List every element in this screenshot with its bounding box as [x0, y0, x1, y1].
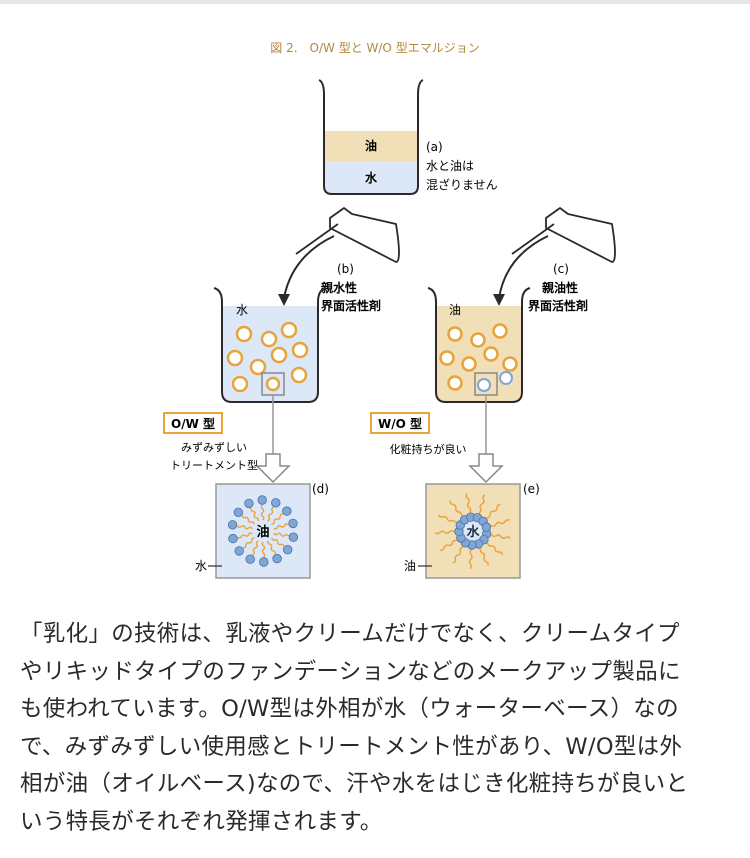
arrow-into-b	[283, 235, 335, 299]
micelle-e	[434, 493, 511, 570]
surfactant-tail	[237, 532, 253, 539]
hollow-arrow-b	[255, 453, 291, 484]
ow-type-badge	[163, 412, 223, 434]
ow-type-label: O/W 型	[171, 416, 215, 431]
description-line: も使われています。O/W型は外相が水（ウォーターベース）なの	[20, 696, 679, 722]
surfactant-head	[257, 495, 267, 505]
surfactant-head	[481, 522, 492, 532]
surfactant-tail	[273, 532, 290, 537]
surfactant-tail	[434, 530, 455, 535]
surfactant-tail	[487, 542, 504, 556]
description-line: で、みずみずしい使用感とトリートメント性があり、W/O型は外	[20, 733, 683, 760]
beaker-c-blue-droplets	[477, 371, 513, 392]
surfactant-tail	[449, 500, 463, 516]
surfactant-head	[234, 546, 244, 556]
surfactant-tail	[452, 546, 464, 564]
surfactant-tail	[267, 506, 274, 522]
wo-type-badge	[370, 412, 430, 434]
surfactant-head	[245, 554, 255, 564]
surfactant-tail	[486, 503, 501, 519]
surfactant-tail	[273, 523, 289, 530]
ow-note-line2: トリートメント型	[170, 458, 258, 472]
hollow-arrow-c	[468, 453, 504, 484]
beaker-c-droplets	[439, 323, 518, 391]
description-line: 相が油（オイルベース)なので、汗や水をはじき化粧持ちが良いと	[20, 771, 689, 797]
micelle-d-outside-label: 水	[195, 559, 207, 573]
description-line: やリキッドタイプのファンデーションなどのメークアップ製品に	[20, 658, 681, 685]
beaker-b-tag: (b)	[337, 262, 354, 276]
beaker-b-agent-line1: 親水性	[321, 280, 357, 295]
surfactant-head	[233, 507, 244, 518]
beaker-b-medium-label: 水	[236, 303, 248, 317]
surfactant-head	[288, 532, 299, 542]
beaker-a-oil-label: 油	[365, 138, 377, 153]
surfactant-head	[228, 533, 238, 544]
flask-left-icon	[295, 207, 400, 263]
micelle-e-core-label: 水	[466, 524, 480, 540]
beaker-a-desc-line1: 水と油は	[426, 159, 474, 173]
surfactant-head	[227, 520, 238, 530]
wo-note-line1: 化粧持ちが良い	[390, 442, 467, 456]
surfactant-tail	[252, 540, 259, 556]
surfactant-head	[244, 498, 254, 509]
micelle-d-tag: (d)	[312, 482, 329, 496]
surfactant-tail	[479, 548, 489, 567]
micelle-e-tag: (e)	[523, 482, 540, 496]
surfactant-head	[271, 498, 281, 508]
surfactant-tail	[261, 541, 266, 558]
ow-note-line1: みずみずしい	[181, 441, 247, 454]
beaker-c-tag: (c)	[553, 262, 569, 276]
surfactant-tail	[465, 493, 472, 513]
wo-type-label: W/O 型	[378, 416, 422, 431]
beaker-b-droplets	[226, 321, 309, 393]
surfactant-tail	[437, 514, 457, 524]
beaker-b-agent-line2: 界面活性剤	[321, 298, 381, 313]
description-line: 「乳化」の技術は、乳液やクリームだけでなく、クリームタイプ	[20, 621, 680, 647]
surfactant-tail	[271, 513, 284, 525]
surfactant-tail	[260, 504, 265, 521]
surfactant-tail	[478, 494, 486, 514]
arrow-into-c-head	[493, 294, 505, 306]
beaker-c-agent-line1: 親油性	[542, 280, 578, 295]
surfactant-tail	[266, 540, 276, 555]
arrow-into-b-head	[278, 294, 290, 306]
surfactant-tail	[490, 519, 510, 527]
description-paragraph: 「乳化」の技術は、乳液やクリームだけでなく、クリームタイプ やリキッドタイプのフ…	[20, 616, 732, 841]
surfactant-tail	[242, 537, 255, 549]
surfactant-head	[272, 553, 282, 564]
beaker-a-water-label: 水	[365, 170, 378, 185]
surfactant-head	[288, 518, 298, 529]
figure-caption: 図 2. O/W 型と W/O 型エマルジョン	[270, 41, 479, 55]
surfactant-head	[283, 545, 293, 555]
arrow-into-c	[498, 235, 549, 299]
beaker-c-medium-label: 油	[449, 303, 461, 317]
surfactant-head	[282, 506, 292, 516]
description-line: いう特長がそれぞれ発揮されます。	[20, 808, 383, 835]
surfactant-tail	[250, 507, 260, 522]
emulsion-diagram: 図 2. O/W 型と W/O 型エマルジョン 油 水 (a) 水と油は 混ざり…	[163, 41, 616, 579]
surfactant-tail	[491, 534, 511, 539]
beaker-c-agent-line2: 界面活性剤	[528, 298, 588, 313]
water-core	[460, 518, 486, 544]
micelle-e-outside-label: 油	[404, 559, 416, 573]
surfactant-head	[259, 557, 269, 567]
surfactant-tail	[271, 537, 285, 547]
surfactant-tail	[439, 539, 457, 551]
surfactant-tail	[241, 515, 255, 525]
beaker-a-tag: (a)	[426, 140, 443, 154]
micelle-d-core-label: 油	[256, 524, 269, 540]
surfactant-tail	[236, 525, 253, 530]
beaker-a-desc-line2: 混ざりません	[426, 177, 498, 192]
beaker-a	[318, 79, 424, 195]
surfactant-tail	[468, 549, 473, 570]
flask-right-icon	[511, 207, 616, 263]
top-divider	[0, 0, 750, 4]
micelle-d	[227, 495, 299, 567]
